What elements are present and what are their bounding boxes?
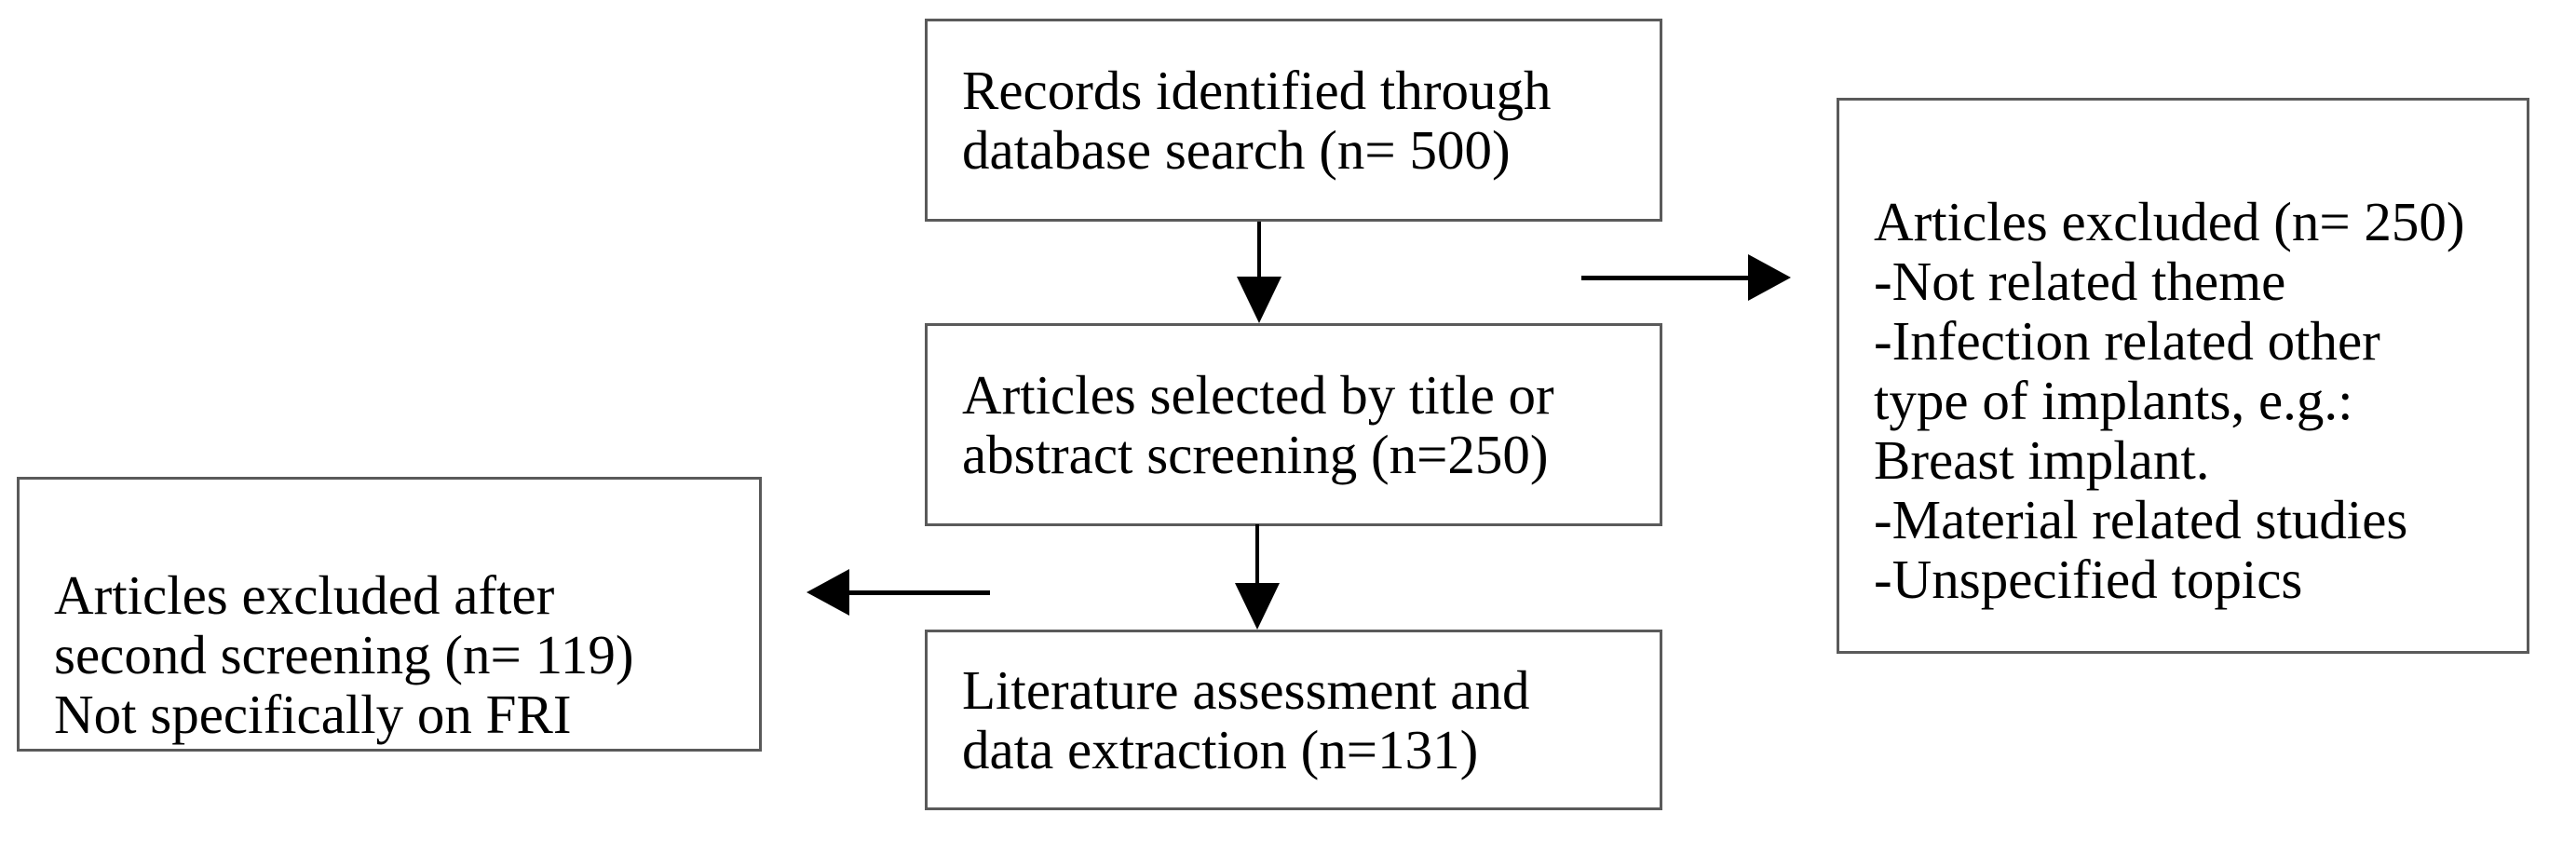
arrow-line — [846, 590, 990, 595]
excluded-after-second-screening-text: Articles excluded after second screening… — [54, 564, 634, 745]
arrow-right-icon — [1748, 254, 1791, 301]
articles-excluded-box: Articles excluded (n= 250) -Not related … — [1837, 98, 2529, 654]
records-identified-box: Records identified through database sear… — [925, 19, 1662, 222]
arrow-down-icon — [1235, 583, 1280, 630]
articles-excluded-text: Articles excluded (n= 250) -Not related … — [1874, 191, 2465, 610]
literature-assessment-text: Literature assessment and data extractio… — [962, 659, 1530, 780]
literature-assessment-box: Literature assessment and data extractio… — [925, 630, 1662, 810]
arrow-line — [1581, 276, 1753, 280]
title-abstract-screening-box: Articles selected by title or abstract s… — [925, 323, 1662, 526]
records-identified-text: Records identified through database sear… — [962, 60, 1552, 181]
arrow-line — [1255, 524, 1259, 590]
arrow-line — [1257, 222, 1261, 287]
excluded-after-second-screening-box: Articles excluded after second screening… — [17, 477, 762, 752]
arrow-down-icon — [1237, 277, 1281, 323]
title-abstract-screening-text: Articles selected by title or abstract s… — [962, 364, 1554, 485]
arrow-left-icon — [807, 569, 849, 616]
